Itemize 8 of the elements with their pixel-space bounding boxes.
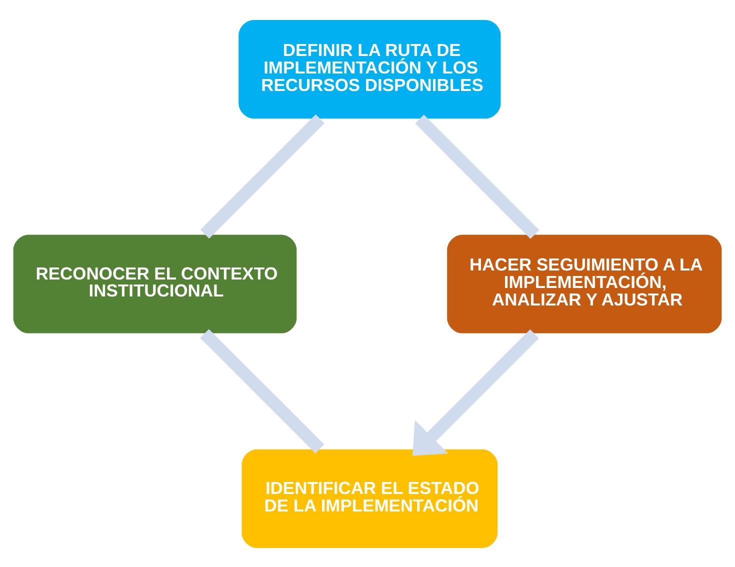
- connector: [415, 114, 540, 238]
- arrow: [412, 328, 539, 456]
- node-box: DEFINIR LA RUTA DE IMPLEMENTACIÓN Y LOS RECURSOS DISPONIBLES: [238, 20, 501, 118]
- connector: [200, 328, 324, 453]
- connector: [200, 114, 325, 238]
- node-box: HACER SEGUIMIENTO A LA IMPLEMENTACIÓN, ANALIZAR Y AJUSTAR: [447, 234, 722, 333]
- node-box: IDENTIFICAR EL ESTADO DE LA IMPLEMENTACIÓN: [242, 448, 498, 548]
- node-box: RECONOCER EL CONTEXTO INSTITUCIONAL: [13, 234, 297, 333]
